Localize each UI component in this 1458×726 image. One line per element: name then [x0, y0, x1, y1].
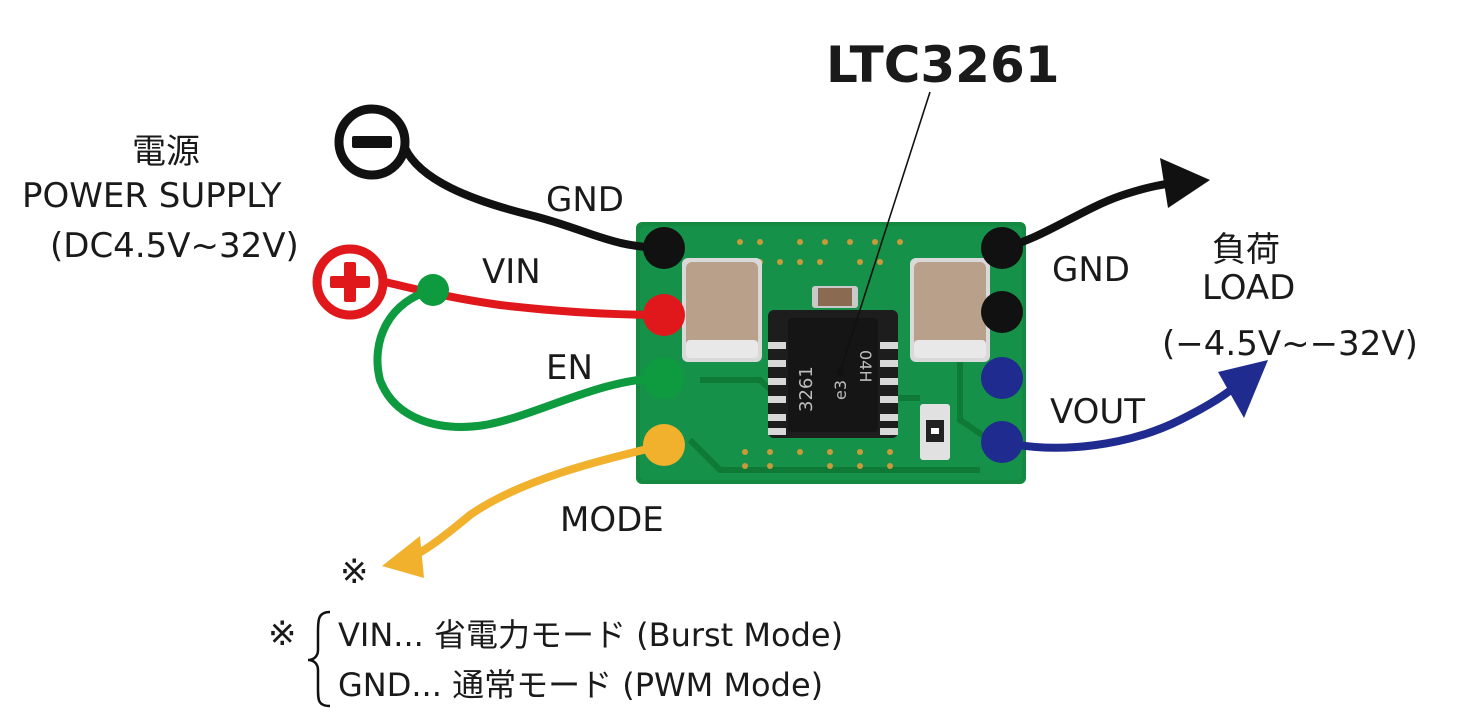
load-en: LOAD — [1202, 268, 1296, 308]
capacitor-left — [682, 258, 762, 362]
minus-terminal-icon — [334, 104, 410, 180]
pad-vout-2 — [981, 421, 1023, 463]
resistor — [920, 404, 950, 460]
plus-terminal-icon — [312, 244, 388, 320]
arrow-mode-icon — [382, 536, 424, 578]
pin-label-en: EN — [546, 348, 593, 388]
load-range: (−4.5V~−32V) — [1162, 324, 1418, 364]
load-jp: 負荷 — [1212, 230, 1280, 270]
chip-leader-line — [839, 91, 931, 373]
en-wire — [373, 286, 669, 431]
power-supply-range: (DC4.5V~32V) — [50, 226, 299, 266]
pin-label-vout: VOUT — [1050, 392, 1146, 432]
pad-vout-1 — [981, 357, 1023, 399]
note-line-pwm: GND... 通常モード (PWM Mode) — [338, 666, 824, 704]
arrow-load-vout-icon — [1218, 360, 1268, 418]
chip-marking-2: 04H — [856, 350, 875, 382]
pin-label-gnd-right: GND — [1052, 250, 1130, 290]
mode-note-mark: ※ — [340, 552, 369, 592]
pin-label-mode: MODE — [560, 500, 664, 540]
pad-gnd-right-1 — [981, 227, 1023, 269]
pad-en — [643, 357, 685, 399]
chip-title: LTC3261 — [826, 36, 1060, 94]
gnd-wire-out — [998, 178, 1184, 252]
gnd-wire-in — [401, 144, 672, 252]
power-supply-en: POWER SUPPLY — [22, 176, 282, 216]
pin-label-gnd-left: GND — [546, 180, 624, 220]
chip-marking-1: 3261 — [796, 366, 817, 412]
pad-gnd-left — [643, 227, 685, 269]
arrow-load-gnd-icon — [1160, 158, 1210, 208]
pad-gnd-right-2 — [981, 291, 1023, 333]
en-junction-dot — [417, 274, 449, 306]
note-ref-mark: ※ — [268, 614, 297, 654]
mode-wire — [396, 442, 664, 566]
pad-vin — [643, 294, 685, 336]
note-brace-icon — [307, 610, 331, 708]
vout-wire — [998, 378, 1244, 452]
pin-label-vin: VIN — [482, 252, 541, 292]
capacitor-right — [910, 258, 990, 362]
chip-leader-dot — [836, 368, 844, 376]
power-supply-jp: 電源 — [132, 132, 200, 172]
capacitor-small — [812, 286, 858, 308]
pad-mode — [643, 424, 685, 466]
note-line-burst: VIN... 省電力モード (Burst Mode) — [338, 616, 844, 654]
ltc3261-chip: 3261 04H e3 — [768, 310, 898, 438]
chip-marking-3: e3 — [831, 380, 850, 400]
